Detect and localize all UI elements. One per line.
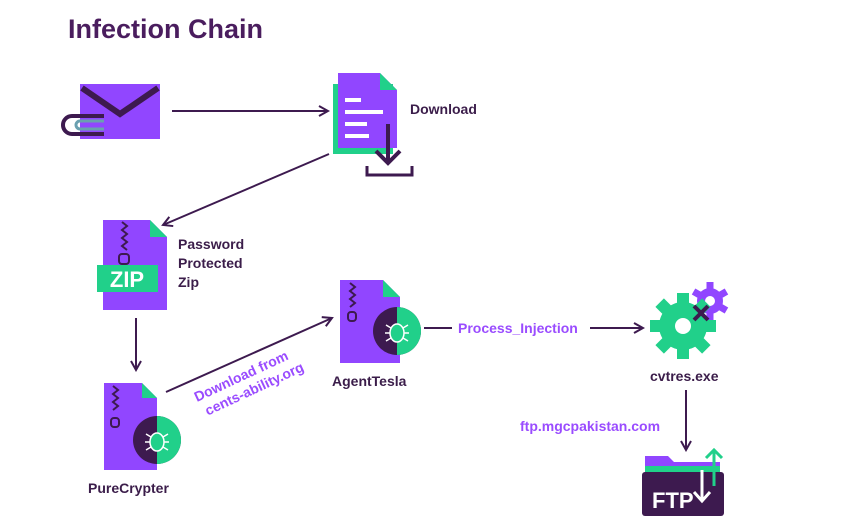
ftp-host-label: ftp.mgcpakistan.com (520, 418, 660, 434)
download-label: Download (410, 101, 477, 117)
zip-file-icon: ZIP (97, 220, 167, 310)
ftp-folder-icon: FTP (642, 447, 724, 516)
ftp-badge: FTP (652, 488, 694, 513)
zip-badge: ZIP (110, 267, 144, 292)
page-title: Infection Chain (68, 14, 263, 44)
document-download-icon (333, 73, 414, 177)
agenttesla-label: AgentTesla (332, 373, 407, 389)
email-attachment-icon (61, 84, 160, 139)
cvtres-label: cvtres.exe (650, 368, 719, 384)
agenttesla-malware-icon (340, 280, 421, 363)
purecrypter-label: PureCrypter (88, 480, 169, 496)
gear-icon (650, 282, 729, 359)
arrow-purecrypter-to-agenttesla (165, 318, 332, 393)
purecrypter-malware-icon (104, 383, 181, 470)
zip-label: Password Protected Zip (178, 236, 248, 290)
process-injection-label: Process_Injection (458, 320, 578, 336)
arrow-download-to-zip (163, 153, 330, 225)
